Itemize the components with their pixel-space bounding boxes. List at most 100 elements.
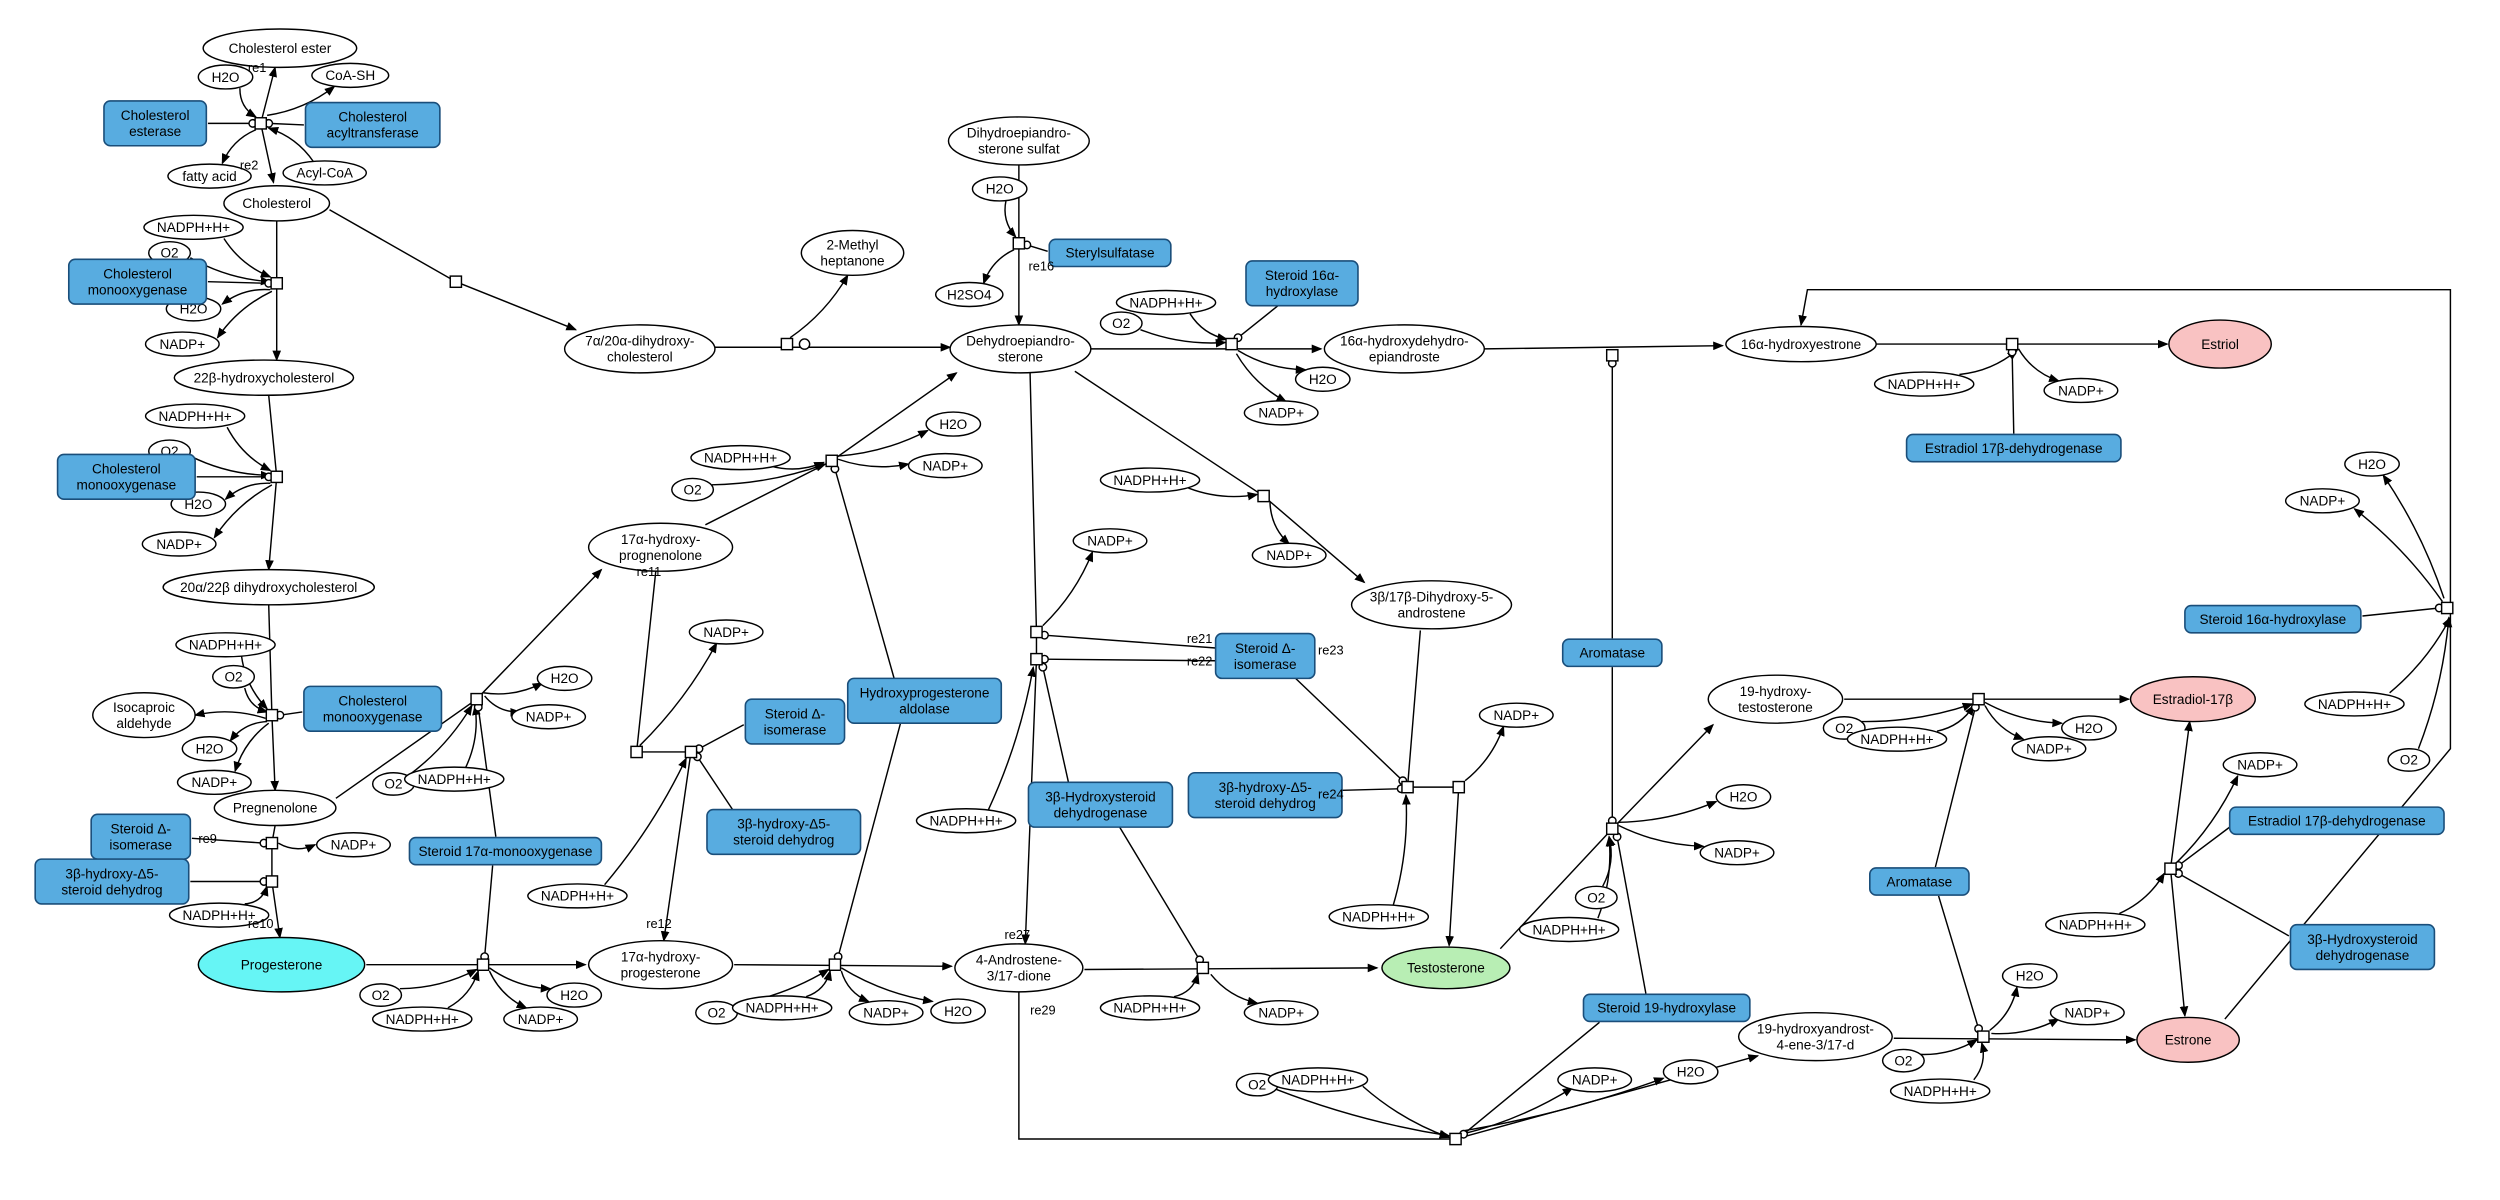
species-ellipse-nadp_20[interactable] bbox=[2049, 999, 2125, 1026]
node-nadph_1[interactable]: NADPH+H+ bbox=[143, 214, 244, 241]
node-nadph_5[interactable]: NADPH+H+ bbox=[1115, 289, 1217, 316]
node-e_st17a_mono[interactable]: Steroid 17α-monooxygenase bbox=[408, 836, 603, 866]
species-ellipse-nadp_5[interactable] bbox=[1243, 400, 1319, 426]
node-ohpreg[interactable]: 17α-hydroxy-prognenolone bbox=[587, 522, 734, 572]
species-ellipse-progesterone[interactable] bbox=[197, 936, 366, 993]
node-e_st16a_1[interactable]: Steroid 16α-hydroxylase bbox=[1245, 260, 1359, 307]
enzyme-box-e_3bhsd_1[interactable] bbox=[34, 858, 190, 905]
species-ellipse-nadph_20[interactable] bbox=[1889, 1078, 1991, 1104]
species-ellipse-nadph_17[interactable] bbox=[1846, 726, 1948, 752]
enzyme-box-e_st19_hydrox[interactable] bbox=[1582, 993, 1751, 1023]
node-nadp_10[interactable]: NADP+ bbox=[503, 1006, 579, 1032]
node-cholesterol[interactable]: Cholesterol bbox=[223, 185, 331, 222]
enzyme-box-e_st16a_1[interactable] bbox=[1245, 260, 1359, 307]
species-ellipse-nadph_2[interactable] bbox=[144, 403, 246, 429]
node-o2_9[interactable]: O2 bbox=[1574, 885, 1618, 910]
node-e_aromatase_1[interactable]: Aromatase bbox=[1561, 638, 1663, 668]
node-ohtesto[interactable]: 19-hydroxy-testosterone bbox=[1707, 674, 1844, 724]
species-ellipse-testosterone[interactable] bbox=[1381, 946, 1511, 990]
species-ellipse-h2o_9[interactable] bbox=[546, 982, 603, 1008]
species-ellipse-androstenediol[interactable] bbox=[1350, 580, 1513, 630]
species-ellipse-h2o_5[interactable] bbox=[971, 176, 1028, 202]
species-ellipse-nadp_19[interactable] bbox=[2222, 752, 2298, 778]
node-o2_5[interactable]: O2 bbox=[671, 477, 715, 502]
enzyme-box-e_aromatase_2[interactable] bbox=[1869, 867, 1970, 896]
node-chol_7a20a[interactable]: 7α/20α-dihydroxy-cholesterol bbox=[563, 324, 716, 374]
node-h2o_10[interactable]: H2O bbox=[930, 998, 987, 1024]
node-nadph_7[interactable]: NADPH+H+ bbox=[690, 444, 791, 471]
node-e_estradiol_dh_2[interactable]: Estradiol 17β-dehydrogenase bbox=[2228, 806, 2445, 836]
node-nadp_16[interactable]: NADP+ bbox=[1699, 840, 1775, 866]
species-ellipse-nadp_21[interactable] bbox=[1557, 1067, 1633, 1093]
species-ellipse-o2_12[interactable] bbox=[1881, 1048, 1925, 1073]
species-ellipse-nadph_10[interactable] bbox=[371, 1006, 473, 1032]
enzyme-box-e_chol_mono3[interactable] bbox=[303, 685, 443, 732]
enzyme-box-e_estradiol_dh_1[interactable] bbox=[1905, 433, 2122, 463]
species-ellipse-pregnenolone[interactable] bbox=[213, 789, 337, 827]
node-nadph_8[interactable]: NADPH+H+ bbox=[403, 766, 505, 792]
species-ellipse-nadp_7[interactable] bbox=[907, 452, 983, 479]
species-ellipse-nadph_15[interactable] bbox=[1099, 995, 1201, 1021]
species-ellipse-nadp_14[interactable] bbox=[1478, 702, 1554, 728]
species-ellipse-h2o_10[interactable] bbox=[930, 998, 987, 1024]
node-nadp_4[interactable]: NADP+ bbox=[315, 832, 391, 858]
species-ellipse-nadph_14[interactable] bbox=[1328, 903, 1430, 930]
node-nadp_6[interactable]: NADP+ bbox=[2043, 377, 2119, 404]
species-ellipse-chol_22b[interactable] bbox=[173, 359, 355, 396]
species-ellipse-h2o_7[interactable] bbox=[925, 411, 982, 437]
node-nadp_20[interactable]: NADP+ bbox=[2049, 999, 2125, 1026]
node-nadph_16[interactable]: NADPH+H+ bbox=[1518, 916, 1620, 943]
species-ellipse-h2o_15[interactable] bbox=[1662, 1059, 1719, 1085]
species-ellipse-nadp_15[interactable] bbox=[1243, 999, 1319, 1026]
node-e_isom_2[interactable]: Steroid Δ-isomerase bbox=[744, 698, 846, 745]
species-ellipse-nadp_12[interactable] bbox=[1072, 528, 1148, 554]
node-nadph_15[interactable]: NADPH+H+ bbox=[1099, 995, 1201, 1021]
node-nadph_4[interactable]: NADPH+H+ bbox=[168, 902, 270, 928]
node-nadp_21[interactable]: NADP+ bbox=[1557, 1067, 1633, 1093]
species-ellipse-ohtesto[interactable] bbox=[1707, 674, 1844, 724]
species-ellipse-nadph_8[interactable] bbox=[403, 766, 505, 792]
node-e_st16a_2[interactable]: Steroid 16α-hydroxylase bbox=[2184, 604, 2362, 634]
node-h2o_5[interactable]: H2O bbox=[971, 176, 1028, 202]
node-nadph_9[interactable]: NADPH+H+ bbox=[527, 883, 628, 909]
node-nadph_19[interactable]: NADPH+H+ bbox=[2045, 911, 2146, 938]
node-nadph_21[interactable]: NADPH+H+ bbox=[1267, 1067, 1369, 1093]
species-ellipse-nadph_16[interactable] bbox=[1518, 916, 1620, 943]
node-e_st19_hydrox[interactable]: Steroid 19-hydroxylase bbox=[1582, 993, 1751, 1023]
node-fatty_acid[interactable]: fatty acid bbox=[167, 163, 252, 189]
node-dhea_sulfate[interactable]: Dihydroepiandro-sterone sulfat bbox=[947, 116, 1090, 166]
species-ellipse-o2_5[interactable] bbox=[671, 477, 715, 502]
enzyme-box-e_sterylsulfatase[interactable] bbox=[1048, 238, 1172, 268]
node-e_3bhsd_1[interactable]: 3β-hydroxy-Δ5-steroid dehydrog bbox=[34, 858, 190, 905]
node-nadp_9[interactable]: NADP+ bbox=[511, 704, 587, 730]
node-h2o_6[interactable]: H2O bbox=[1294, 366, 1351, 392]
node-nadp_14[interactable]: NADP+ bbox=[1478, 702, 1554, 728]
species-ellipse-androstenedione[interactable] bbox=[954, 943, 1084, 993]
enzyme-box-e_hp_aldolase[interactable] bbox=[846, 677, 1003, 724]
node-chol_22b[interactable]: 22β-hydroxycholesterol bbox=[173, 359, 355, 396]
species-ellipse-coa_sh[interactable] bbox=[311, 62, 390, 89]
enzyme-box-e_aromatase_1[interactable] bbox=[1561, 638, 1663, 668]
node-e_3bhsd_3[interactable]: 3β-hydroxy-Δ5-steroid dehydrog bbox=[1187, 771, 1343, 819]
species-ellipse-nadp_6[interactable] bbox=[2043, 377, 2119, 404]
species-ellipse-nadph_5[interactable] bbox=[1115, 289, 1217, 316]
node-e_estradiol_dh_1[interactable]: Estradiol 17β-dehydrogenase bbox=[1905, 433, 2122, 463]
node-estrone[interactable]: Estrone bbox=[2136, 1016, 2241, 1063]
enzyme-box-e_st16a_2[interactable] bbox=[2184, 604, 2362, 634]
species-ellipse-h2so4[interactable] bbox=[934, 281, 1004, 308]
species-ellipse-ohpreg[interactable] bbox=[587, 522, 734, 572]
species-ellipse-methyl_heptanone[interactable] bbox=[800, 229, 905, 277]
node-e_aromatase_2[interactable]: Aromatase bbox=[1869, 867, 1970, 896]
species-ellipse-nadp_16[interactable] bbox=[1699, 840, 1775, 866]
species-ellipse-ohestrone[interactable] bbox=[1725, 325, 1877, 363]
node-nadph_18[interactable]: NADPH+H+ bbox=[2304, 691, 2405, 717]
enzyme-box-e_isom_3[interactable] bbox=[1214, 632, 1316, 680]
node-h2o_13[interactable]: H2O bbox=[2344, 451, 2400, 477]
species-ellipse-o2_9[interactable] bbox=[1574, 885, 1618, 910]
node-o2_11[interactable]: O2 bbox=[2387, 748, 2431, 772]
species-ellipse-nadph_3[interactable] bbox=[175, 632, 276, 658]
node-nadp_8[interactable]: NADP+ bbox=[688, 619, 764, 645]
